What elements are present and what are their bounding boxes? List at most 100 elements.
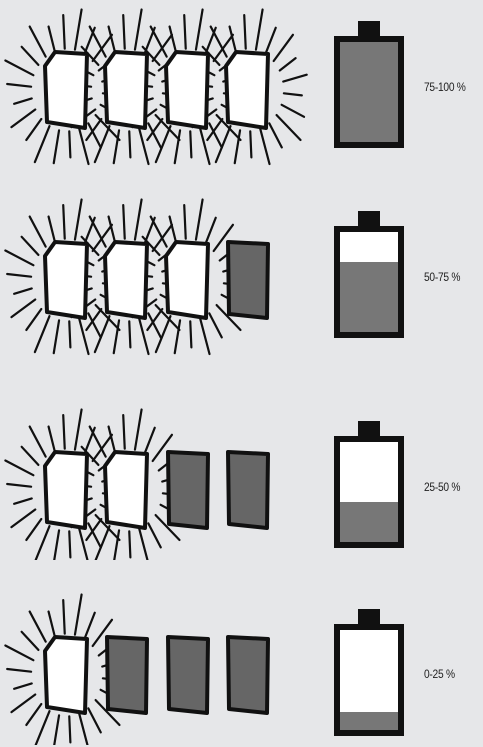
battery-cap	[358, 609, 380, 626]
lit-light	[105, 452, 147, 528]
glow-ray	[35, 316, 50, 352]
unlit-light	[228, 242, 268, 318]
level-row-1: 75-100 %	[0, 0, 483, 180]
glow-ray	[63, 205, 65, 239]
battery-charge	[340, 262, 398, 332]
battery-cap	[358, 421, 380, 438]
glow-ray	[7, 669, 31, 672]
glow-ray	[7, 274, 31, 277]
glow-ray	[196, 200, 203, 240]
glow-ray	[88, 708, 100, 732]
glow-ray	[49, 27, 55, 52]
level-label: 50-75 %	[424, 270, 460, 284]
glow-ray	[69, 131, 70, 157]
glow-ray	[63, 415, 65, 449]
indicator-lights	[0, 0, 483, 180]
glow-ray	[206, 218, 216, 244]
glow-ray	[123, 15, 125, 49]
glow-ray	[49, 427, 55, 452]
glow-ray	[5, 251, 33, 266]
unlit-light	[168, 452, 208, 528]
glow-ray	[207, 119, 222, 140]
lit-light	[105, 52, 147, 128]
glow-ray	[35, 526, 50, 560]
indicator-lights	[0, 380, 483, 560]
battery-cap	[358, 21, 380, 38]
glow-ray	[5, 61, 33, 76]
glow-ray	[90, 427, 106, 457]
lit-light	[166, 242, 208, 318]
level-label: 0-25 %	[424, 667, 455, 681]
glow-ray	[26, 119, 41, 140]
glow-ray	[170, 217, 176, 242]
glow-ray	[129, 321, 130, 347]
glow-ray	[75, 410, 82, 450]
lit-light	[105, 242, 147, 318]
glow-ray	[282, 105, 304, 117]
glow-ray	[135, 10, 142, 50]
glow-ray	[54, 715, 59, 745]
level-row-4: 0-25 %	[0, 565, 483, 745]
glow-ray	[244, 15, 246, 49]
glow-ray	[85, 613, 95, 639]
battery-charge	[340, 502, 398, 542]
glow-ray	[260, 129, 269, 164]
glow-ray	[129, 531, 130, 557]
lit-light	[45, 242, 87, 318]
glow-ray	[30, 612, 46, 642]
level-label: 75-100 %	[424, 80, 466, 94]
glow-ray	[30, 427, 46, 457]
glow-ray	[190, 321, 191, 347]
glow-ray	[170, 27, 176, 52]
unlit-light	[228, 637, 268, 713]
glow-ray	[49, 612, 55, 637]
glow-ray	[11, 300, 35, 318]
glow-ray	[256, 10, 263, 50]
glow-ray	[54, 320, 59, 353]
battery-icon	[334, 421, 404, 548]
level-row-3: 25-50 %	[0, 380, 483, 560]
glow-ray	[35, 126, 50, 162]
glow-ray	[250, 131, 251, 157]
glow-ray	[69, 321, 70, 347]
glow-ray	[35, 711, 50, 745]
lit-light	[45, 52, 87, 128]
glow-ray	[79, 319, 88, 354]
glow-ray	[277, 115, 301, 140]
glow-ray	[75, 595, 82, 635]
glow-ray	[7, 484, 31, 487]
glow-ray	[200, 129, 209, 164]
glow-ray	[26, 704, 41, 725]
glow-ray	[14, 683, 32, 688]
glow-ray	[269, 123, 281, 147]
glow-ray	[11, 695, 35, 713]
glow-ray	[54, 130, 59, 163]
glow-ray	[79, 714, 88, 745]
glow-ray	[90, 27, 106, 57]
glow-ray	[86, 119, 101, 140]
glow-ray	[274, 35, 293, 61]
glow-ray	[123, 205, 125, 239]
battery-charge	[340, 712, 398, 730]
glow-ray	[75, 200, 82, 240]
glow-ray	[284, 93, 302, 95]
glow-ray	[86, 519, 101, 540]
unlit-light	[228, 452, 268, 528]
glow-ray	[69, 716, 70, 742]
battery-icon	[334, 211, 404, 338]
glow-ray	[129, 131, 130, 157]
glow-ray	[123, 415, 125, 449]
glow-ray	[22, 632, 39, 650]
glow-ray	[5, 646, 33, 661]
glow-ray	[135, 410, 142, 450]
glow-ray	[26, 519, 41, 540]
lit-light	[45, 637, 87, 713]
level-label: 25-50 %	[424, 480, 460, 494]
glow-ray	[11, 110, 35, 128]
glow-ray	[200, 319, 209, 354]
glow-ray	[63, 600, 65, 634]
glow-ray	[54, 530, 59, 560]
glow-ray	[5, 461, 33, 476]
glow-ray	[86, 309, 101, 330]
lit-light	[166, 52, 208, 128]
